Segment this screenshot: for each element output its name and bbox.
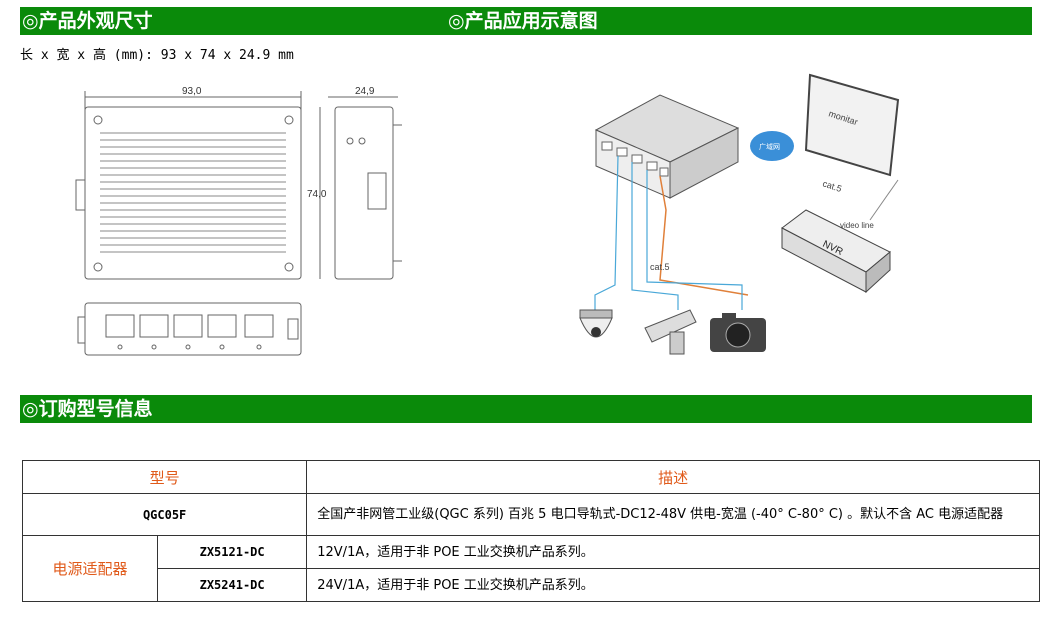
- depth-dimension-label: 24,9: [355, 86, 375, 97]
- table-header-row: 型号 描述: [21, 460, 1040, 494]
- cat5-top-label: cat.5: [821, 178, 843, 194]
- cat5-bottom-label: cat.5: [650, 262, 670, 272]
- camera-icon: [710, 313, 766, 352]
- dimension-drawing: 93,0 74,0 24,9: [75, 86, 402, 356]
- bullet-camera-icon: [644, 309, 697, 355]
- model-cell: QGC05F: [21, 493, 308, 536]
- table-row: 电源适配器 ZX5121-DC 12V/1A，适用于非 POE 工业交换机产品系…: [22, 535, 1040, 602]
- group-cell: 电源适配器: [22, 535, 158, 602]
- header-model: 型号: [21, 460, 308, 494]
- dimensions-text: 长 x 宽 x 高 (mm): 93 x 74 x 24.9 mm: [20, 48, 294, 63]
- dimensions-section-title: ◎产品外观尺寸: [22, 10, 153, 32]
- section-bar-top: ◎产品外观尺寸 ◎产品应用示意图: [20, 7, 1032, 35]
- description-cell: 12V/1A，适用于非 POE 工业交换机产品系列。: [306, 535, 1040, 569]
- table-row: QGC05F 全国产非网管工业级(QGC 系列) 百兆 5 电口导轨式-DC12…: [21, 493, 1040, 536]
- description-cell: 全国产非网管工业级(QGC 系列) 百兆 5 电口导轨式-DC12-48V 供电…: [306, 493, 1040, 536]
- width-dimension-label: 93,0: [182, 86, 202, 97]
- application-diagram: 广域网 monitar cat.5 video line cat.5 NVR: [579, 73, 900, 355]
- header-description: 描述: [306, 460, 1040, 494]
- dome-camera-icon: [579, 309, 613, 338]
- ordering-table: 型号 描述 QGC05F 全国产非网管工业级(QGC 系列) 百兆 5 电口导轨…: [21, 460, 1040, 602]
- model-cell: ZX5121-DC: [156, 535, 308, 569]
- section-bar-ordering: ◎订购型号信息: [20, 395, 1032, 423]
- cloud-label: 广域网: [759, 142, 780, 151]
- description-cell: 24V/1A，适用于非 POE 工业交换机产品系列。: [306, 568, 1040, 602]
- ordering-section-title: ◎订购型号信息: [22, 398, 153, 420]
- application-section-title: ◎产品应用示意图: [448, 10, 598, 32]
- model-cell: ZX5241-DC: [156, 568, 308, 602]
- height-dimension-label: 74,0: [307, 189, 327, 200]
- video-line-label: video line: [840, 221, 874, 230]
- table-row: ZX5241-DC 24V/1A，适用于非 POE 工业交换机产品系列。: [23, 568, 1040, 602]
